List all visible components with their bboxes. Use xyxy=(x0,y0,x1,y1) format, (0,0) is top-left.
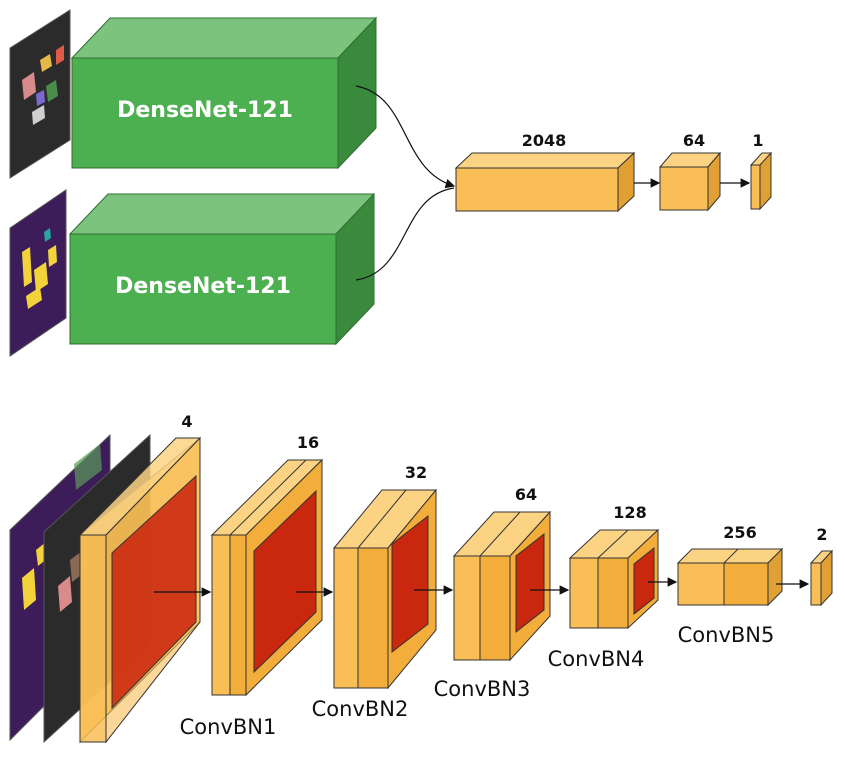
fc-layer-2048: 2048 xyxy=(454,131,636,213)
densenet-block-2: DenseNet-121 xyxy=(68,192,376,346)
output-block-2: 2 xyxy=(809,525,834,607)
convbn4-label: ConvBN4 xyxy=(548,647,645,671)
convbn2-block: 32 ConvBN2 xyxy=(312,463,438,721)
densenet-label-1: DenseNet-121 xyxy=(117,98,293,123)
convbn5-channels: 256 xyxy=(723,523,756,542)
fc-size-1: 1 xyxy=(752,131,763,150)
convbn5-label: ConvBN5 xyxy=(678,623,775,647)
convbn4-channels: 128 xyxy=(613,503,646,522)
fc-layer-1: 1 xyxy=(749,131,773,211)
convbn1-channels: 16 xyxy=(297,433,319,452)
fc-size-64: 64 xyxy=(683,131,705,150)
input-image-mask xyxy=(9,189,67,357)
densenet-block-1: DenseNet-121 xyxy=(70,16,378,170)
densenet-label-2: DenseNet-121 xyxy=(115,274,291,299)
fc-layer-64: 64 xyxy=(658,131,722,212)
convbn5-block: 256 ConvBN5 xyxy=(676,523,784,647)
convbn2-channels: 32 xyxy=(405,463,427,482)
convbn1-block: 16 ConvBN1 xyxy=(180,433,324,739)
convbn1-label: ConvBN1 xyxy=(180,715,277,739)
input-channels-label: 4 xyxy=(181,412,192,431)
convbn2-label: ConvBN2 xyxy=(312,697,409,721)
convbn3-block: 64 ConvBN3 xyxy=(434,485,552,701)
merge-curve-2 xyxy=(355,187,455,281)
output-channels-label: 2 xyxy=(816,525,827,544)
input-image-rgb xyxy=(9,9,71,179)
fc-size-2048: 2048 xyxy=(522,131,567,150)
convbn4-block: 128 ConvBN4 xyxy=(548,503,660,671)
convbn3-label: ConvBN3 xyxy=(434,677,531,701)
input-block-4: 4 xyxy=(78,412,202,744)
convbn3-channels: 64 xyxy=(515,485,537,504)
merge-curve-1 xyxy=(355,85,456,189)
